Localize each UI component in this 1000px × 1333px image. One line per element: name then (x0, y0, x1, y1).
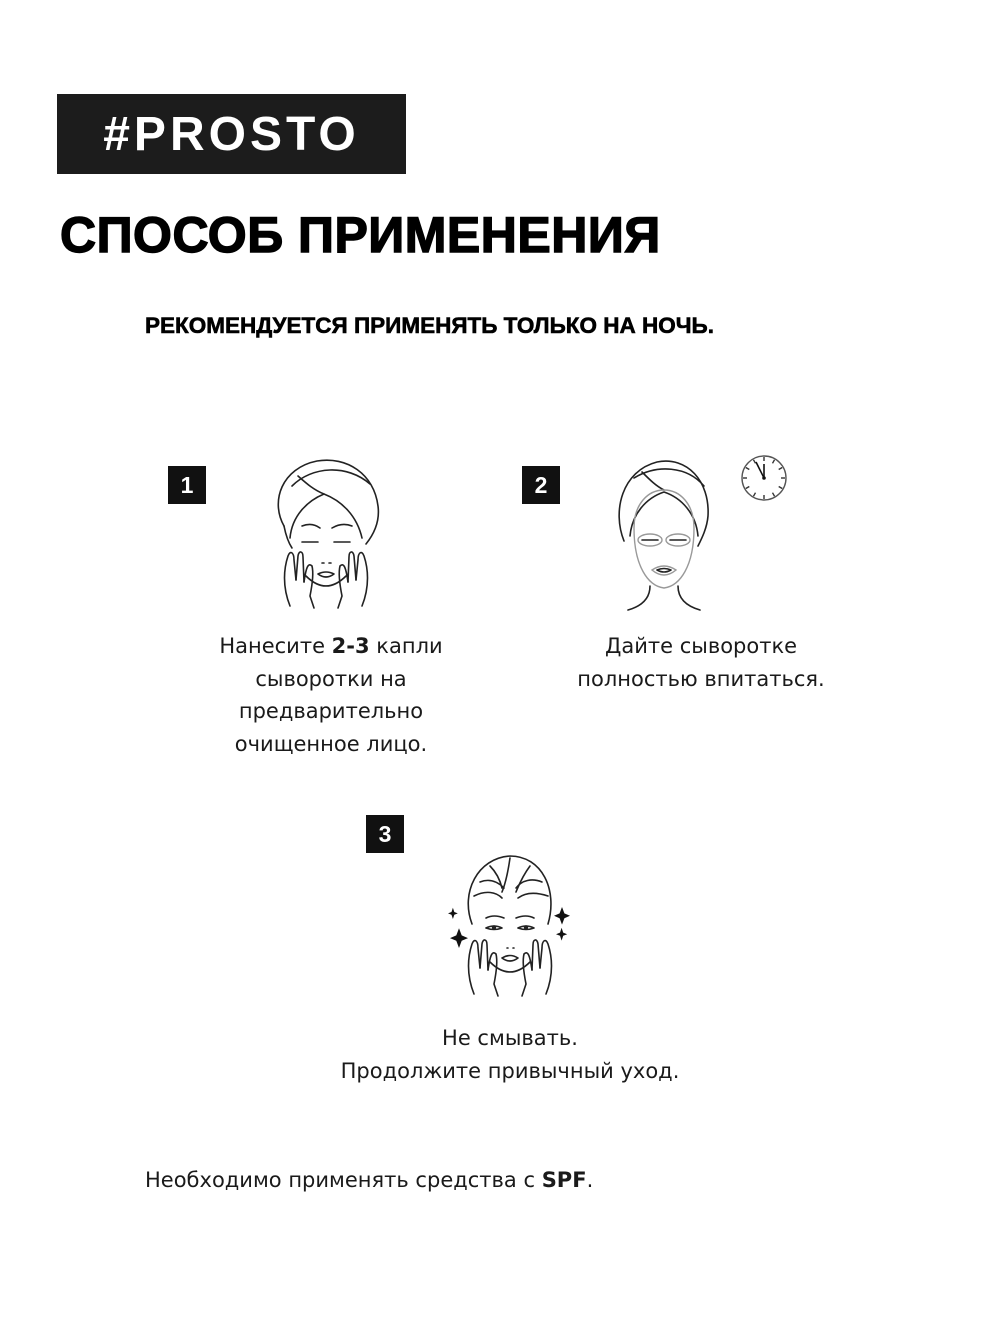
sparkles-left-icon (446, 905, 476, 955)
clock-icon (740, 454, 788, 502)
usage-subtitle: РЕКОМЕНДУЕТСЯ ПРИМЕНЯТЬ ТОЛЬКО НА НОЧЬ. (145, 313, 715, 339)
sparkles-right-icon (552, 905, 582, 955)
step-2-description: Дайте сыворотке полностью впитаться. (577, 634, 825, 691)
step-3-number: 3 (378, 820, 392, 847)
step-3-badge: 3 (366, 815, 404, 853)
drops-count: 2-3 (331, 634, 370, 658)
step-1-number: 1 (180, 471, 194, 498)
face-mask-clock-icon (612, 456, 712, 614)
step-2-number: 2 (534, 471, 548, 498)
step-2-badge: 2 (522, 466, 560, 504)
face-towel-hands-icon (262, 456, 387, 614)
brand-label: #PROSTO (103, 107, 360, 161)
face-sparkles-icon (450, 852, 572, 998)
spf-note: Необходимо применять средства с SPF. (145, 1168, 594, 1192)
step-3-description: Не смывать. Продолжите привычный уход. (340, 1026, 680, 1083)
step-1-description: Нанесите 2-3 капли сыворотки на предвари… (219, 634, 443, 756)
page-title: СПОСОБ ПРИМЕНЕНИЯ (59, 206, 661, 263)
step-1-badge: 1 (168, 466, 206, 504)
brand-logo: #PROSTO (57, 94, 406, 174)
spf-label: SPF (541, 1168, 587, 1192)
